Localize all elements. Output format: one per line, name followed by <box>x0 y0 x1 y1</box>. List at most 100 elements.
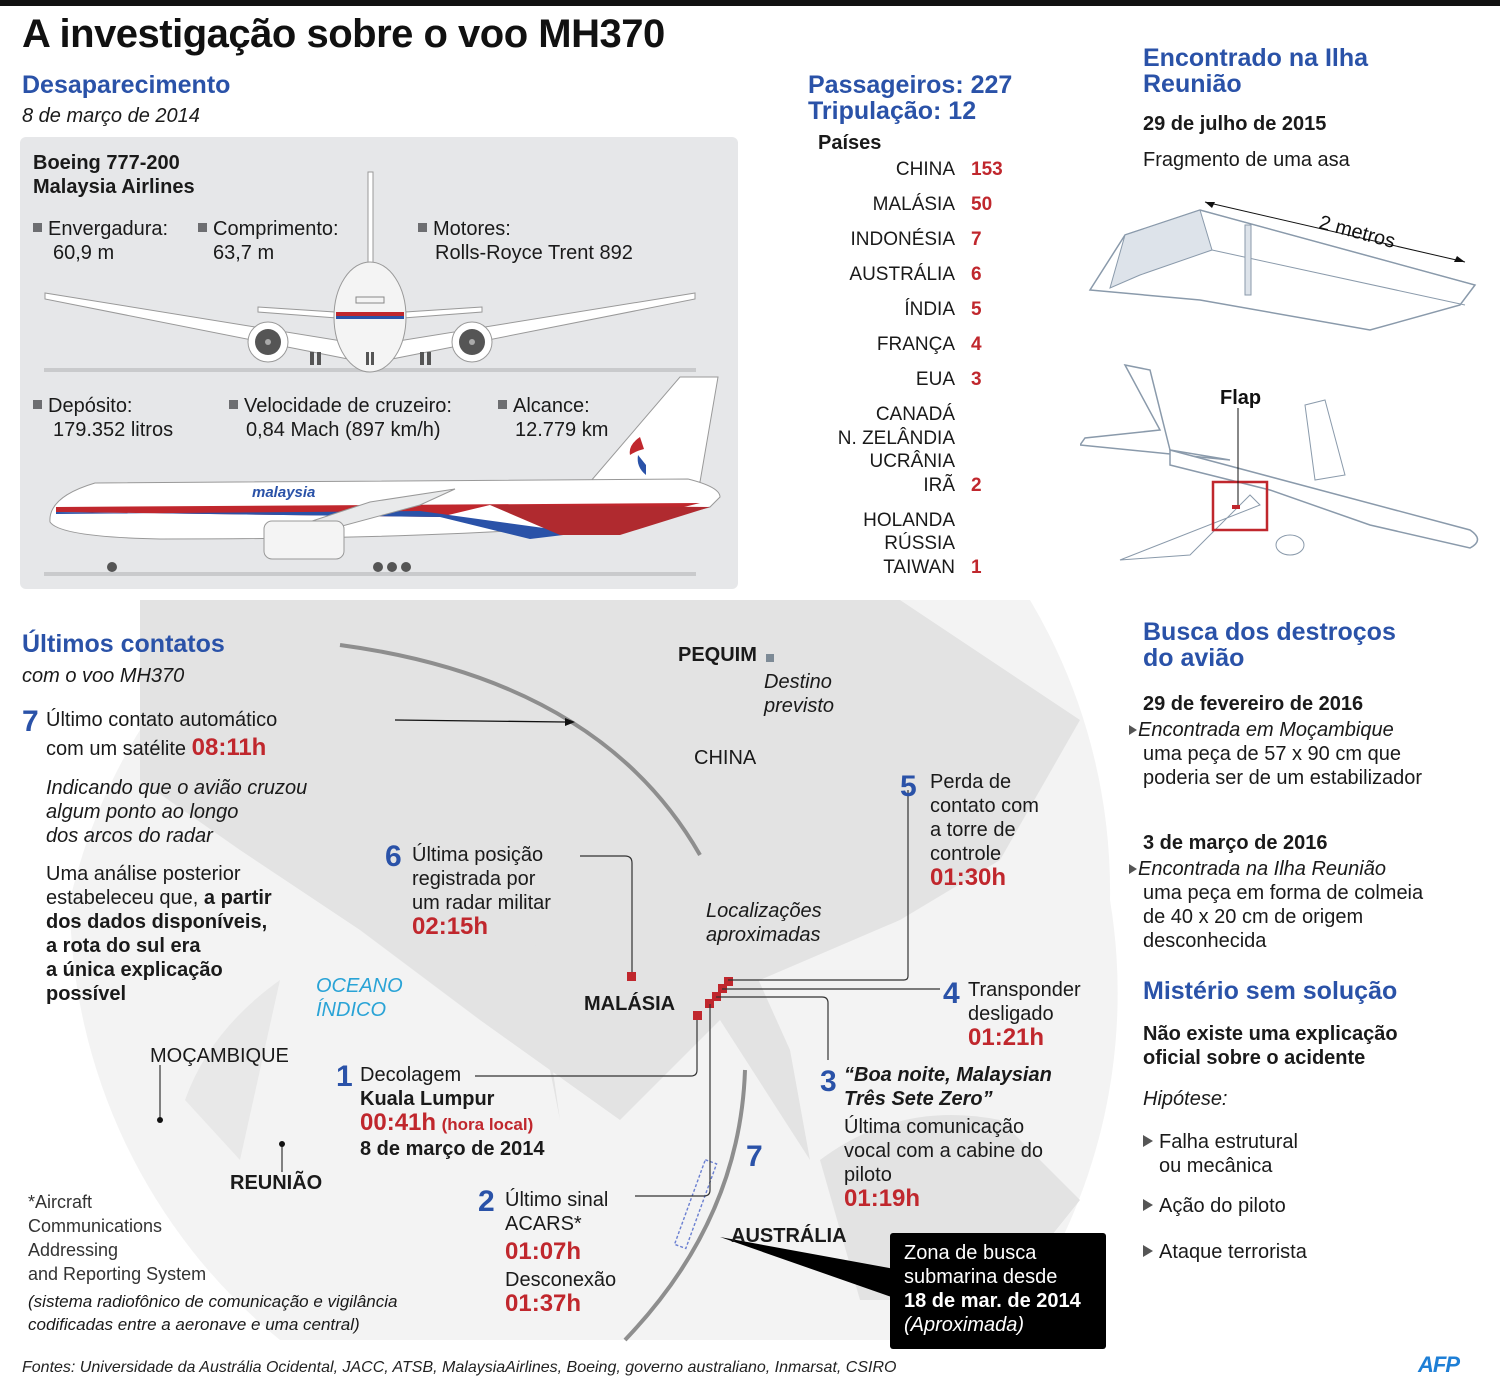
mystery-line1: Não existe uma explicação <box>1143 1023 1398 1045</box>
analysis-line: Uma análise posterior <box>46 863 241 885</box>
contact-quote: Três Sete Zero” <box>844 1088 993 1110</box>
search-item-line: desconhecida <box>1143 930 1267 952</box>
hypothesis-label: Hipótese: <box>1143 1088 1228 1110</box>
spec-value: 63,7 m <box>213 242 275 264</box>
contact-line: Último sinal <box>505 1189 609 1211</box>
country-name: UCRÂNIA <box>869 451 955 472</box>
point-5-marker <box>724 977 733 986</box>
contact-line: ACARS* <box>505 1213 582 1235</box>
contact-2-disconnect-time: 01:37h <box>505 1290 582 1317</box>
zone-line: Zona de busca <box>904 1242 1037 1264</box>
point-2-marker <box>705 999 714 1008</box>
countries-heading: Países <box>818 132 882 154</box>
arrow-line <box>394 719 566 723</box>
front-view-plane-icon <box>44 171 696 373</box>
acars-note: *Aircraft Communications Addressing and … <box>28 1190 206 1286</box>
acars-line: Addressing <box>28 1240 119 1260</box>
contact-line: Última comunicação <box>844 1116 1025 1138</box>
spec-value: 12.779 km <box>515 419 609 441</box>
contact-2-text: Último sinal ACARS* 01:07h Desconexão 01… <box>505 1188 616 1316</box>
spec-label: Depósito: <box>48 395 133 417</box>
bullet-icon <box>33 223 42 232</box>
reunion-marker <box>279 1141 285 1147</box>
mozambique-label: MOÇAMBIQUE <box>150 1045 289 1067</box>
zone-pointer <box>720 1237 900 1300</box>
acars-line: *Aircraft <box>28 1192 93 1212</box>
contact-line: a torre de <box>930 819 1016 841</box>
country-name: CHINA <box>895 159 955 180</box>
contact-6-time: 02:15h <box>412 913 489 940</box>
triangle-bullet-icon <box>1143 1199 1153 1211</box>
spec-range: Alcance:12.779 km <box>498 394 608 442</box>
spec-wingspan: Envergadura:60,9 m <box>33 217 168 265</box>
beijing-label: PEQUIM <box>678 644 757 666</box>
mystery-line2: oficial sobre o acidente <box>1143 1047 1366 1069</box>
contact-5-number: 5 <box>900 770 917 803</box>
contact-1-date: 8 de março de 2014 <box>360 1138 545 1160</box>
spec-engines: Motores:Rolls-Royce Trent 892 <box>418 217 633 265</box>
contact-line: Perda de <box>930 771 1012 793</box>
country-name: CANADÁ <box>875 404 955 425</box>
arc-7-number: 7 <box>746 1140 763 1173</box>
destination-line: previsto <box>764 695 835 717</box>
acars-line: Communications <box>28 1216 163 1236</box>
contact-line: vocal com a cabine do <box>844 1140 1044 1162</box>
flap-label: Flap <box>1220 387 1261 409</box>
page-title: A investigação sobre o voo MH370 <box>22 12 665 56</box>
zone-line: submarina desde <box>904 1266 1058 1288</box>
contact-2-time: 01:07h <box>505 1238 582 1265</box>
map-globe <box>70 600 1118 1342</box>
flap-illustration: 2 metros Flap <box>1080 201 1479 561</box>
contact-4-text: Transponder desligado 01:21h <box>968 978 1081 1050</box>
contact-line: Última posição <box>412 844 544 866</box>
spec-label: Motores: <box>433 218 511 240</box>
zone-date: 18 de mar. de 2014 <box>904 1290 1081 1312</box>
sources: Fontes: Universidade da Austrália Ociden… <box>22 1359 897 1376</box>
contact-4-time: 01:21h <box>968 1024 1045 1051</box>
found-heading-2: Reunião <box>1143 70 1242 98</box>
contact-line: controle <box>930 843 1002 865</box>
contact-line: Transponder <box>968 979 1081 1001</box>
mystery-heading: Mistério sem solução <box>1143 977 1398 1005</box>
contact-line: um radar militar <box>412 892 551 914</box>
leader-line-2 <box>635 1004 711 1197</box>
beijing-marker <box>766 654 774 662</box>
leader-line-6 <box>580 855 633 972</box>
bullet-icon <box>498 400 507 409</box>
country-name: RÚSSIA <box>884 533 955 554</box>
bullet-icon <box>229 400 238 409</box>
country-value: 153 <box>971 159 1003 180</box>
spec-label: Velocidade de cruzeiro: <box>244 395 452 417</box>
analysis-bold: a partir <box>203 887 272 909</box>
side-view-plane-icon: malaysia <box>44 376 721 576</box>
spec-label: Envergadura: <box>48 218 169 240</box>
analysis-bold: a única explicação <box>46 959 223 981</box>
search-item-1: 29 de fevereiro de 2016 Encontrada em Mo… <box>1129 692 1493 790</box>
destination-line: Destino <box>764 671 832 693</box>
search-item-italic: Encontrada em Moçambique <box>1138 719 1394 741</box>
contact-7-italic: Indicando que o avião cruzou algum ponto… <box>46 776 307 848</box>
contact-1-city: Kuala Lumpur <box>360 1088 495 1110</box>
triangle-bullet-icon <box>1129 864 1137 874</box>
found-heading-1: Encontrado na Ilha <box>1143 44 1369 72</box>
acars-italic-line: codificadas entre a aeronave e uma centr… <box>28 1315 360 1334</box>
search-item-italic: Encontrada na Ilha Reunião <box>1138 858 1386 880</box>
ocean-line: ÍNDICO <box>316 999 386 1021</box>
country-value: 1 <box>971 556 982 578</box>
wing-fragment-icon: 2 metros <box>1088 201 1477 331</box>
spec-speed: Velocidade de cruzeiro:0,84 Mach (897 km… <box>229 394 452 442</box>
triangle-bullet-icon <box>1143 1245 1153 1257</box>
country-name: FRANÇA <box>876 334 955 355</box>
contact-line: registrada por <box>412 868 536 890</box>
aircraft-model: Boeing 777-200 <box>33 152 180 174</box>
leader-line-5 <box>728 790 909 981</box>
italic-line: dos arcos do radar <box>46 825 213 847</box>
africa-landmass <box>185 980 280 1160</box>
